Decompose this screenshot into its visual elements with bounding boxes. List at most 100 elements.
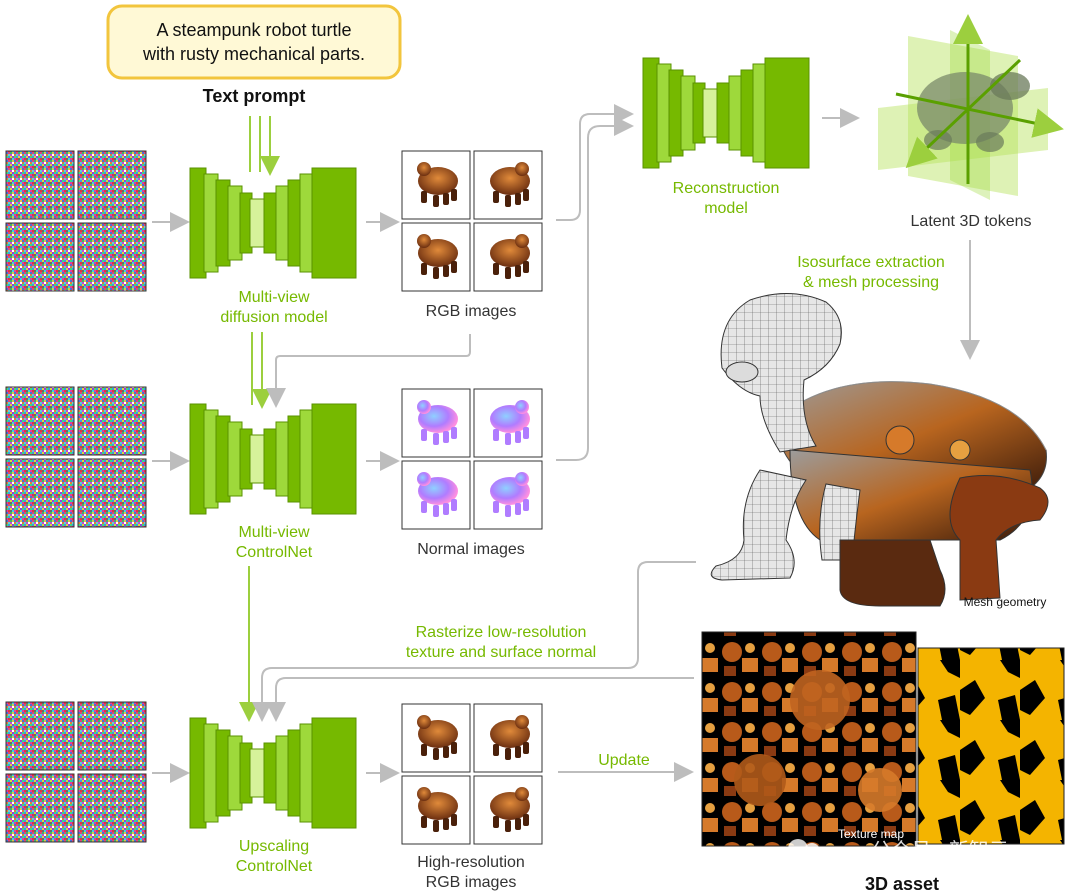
prompt-box [106,4,402,80]
isosurface-label-1: Isosurface extraction [797,254,945,271]
highres-label-1: High-resolution [417,854,525,871]
rgb-turtle-leg [433,267,439,279]
controlnet-label-1: Multi-view [238,524,310,541]
hires-turtle-leg [493,744,499,756]
normal-turtle-leg [443,503,449,515]
unet-layer [764,57,810,169]
rgb-turtle-leg [443,265,449,277]
hires-turtle-leg [433,820,439,832]
multiview-diffusion-model-block [189,167,357,279]
noise-grid-row-1 [5,150,147,292]
normal-turtle-leg [443,431,449,443]
hires-turtle-leg [451,742,457,754]
normal-images-label: Normal images [417,541,525,558]
rgb-turtle-leg [421,263,427,275]
texture-map-label: Texture map [838,827,904,841]
normal-turtle-leg [515,431,521,443]
rgb-images-grid [401,150,543,292]
material-map-visual [917,647,1065,845]
rgb-turtle-leg [505,267,511,279]
unet-layer [311,717,357,829]
rgb-turtle-leg [493,263,499,275]
mesh-geometry-visual [710,292,1049,607]
reconstruction-model-block [642,57,810,169]
rgb-image-tile [401,222,471,292]
normal-turtle-head [515,472,529,486]
highres-label-2: RGB images [426,874,517,891]
rasterize-label-2: texture and surface normal [406,644,596,661]
latent-tokens-label: Latent 3D tokens [911,213,1032,230]
rgb-turtle-leg [515,265,521,277]
hires-turtle-leg [433,748,439,760]
upscaling-controlnet-block [189,717,357,829]
green-arrows-diffusion-to-controlnet [251,332,272,409]
hires-turtle-leg [515,818,521,830]
rgb-images-label: RGB images [426,303,517,320]
rgb-turtle-head [515,234,529,248]
arrow-rgb-to-reconstruction [556,104,634,221]
normal-turtle-leg [433,433,439,445]
hires-turtle-leg [505,748,511,760]
rgb-turtle-leg [505,195,511,207]
text-prompt: A steampunk robot turtle with rusty mech… [106,4,402,106]
hires-turtle-leg [493,816,499,828]
rgb-turtle-leg [433,195,439,207]
rgb-turtle-leg [451,189,457,201]
normal-turtle-head [417,400,431,414]
rgb-turtle-leg [523,261,529,273]
rgb-turtle-leg [443,193,449,205]
controlnet-label-2: ControlNet [236,544,313,561]
prompt-line-1: A steampunk robot turtle [156,20,351,40]
normal-turtle-leg [493,501,499,513]
asset-label: 3D asset [865,874,939,894]
rgb-turtle-leg [515,193,521,205]
material-map-label: Material map [977,845,1047,859]
unet-layer [311,167,357,279]
normal-turtle-leg [523,427,529,439]
normal-turtle-leg [505,433,511,445]
normal-turtle-leg [523,499,529,511]
prompt-label: Text prompt [203,86,306,106]
rgb-turtle-head [417,162,431,176]
rgb-turtle-leg [451,261,457,273]
hires-turtle-head [417,715,431,729]
normal-turtle-leg [451,427,457,439]
rgb-turtle-head [417,234,431,248]
normal-turtle-leg [421,501,427,513]
texture-map-visual [701,631,917,847]
hires-turtle-leg [451,814,457,826]
isosurface-label-2: & mesh processing [803,274,939,291]
arrow-texture-to-upscaling [266,677,694,722]
hires-turtle-leg [421,744,427,756]
arrow-rgb-to-controlnet [266,334,471,408]
normal-turtle-head [417,472,431,486]
hires-turtle-head [515,715,529,729]
hires-turtle-head [417,787,431,801]
arrow-mesh-to-upscaling [252,561,696,722]
reconstruction-label-1: Reconstruction [673,180,780,197]
mesh-geometry-label: Mesh geometry [964,595,1047,609]
latent-3d-tokens-visual [878,14,1064,200]
normal-turtle-leg [515,503,521,515]
normal-turtle-leg [451,499,457,511]
update-label: Update [598,752,650,769]
hires-turtle-leg [523,814,529,826]
prompt-arrows [249,116,280,176]
watermark-text: 公众号 · 新智元 [871,839,1009,862]
rgb-turtle-leg [493,191,499,203]
upscaling-label-1: Upscaling [239,838,309,855]
normal-turtle-leg [505,505,511,517]
hires-turtle-leg [421,816,427,828]
upscaling-label-2: ControlNet [236,858,313,875]
multiview-controlnet-block [189,403,357,515]
rasterize-label-1: Rasterize low-resolution [416,624,587,641]
hires-turtle-leg [443,746,449,758]
noise-grid-row-2 [5,386,147,528]
diffusion-label-2: diffusion model [220,309,327,326]
normal-turtle-leg [493,429,499,441]
prompt-line-2: with rusty mechanical parts. [142,44,365,64]
reconstruction-label-2: model [704,200,748,217]
normal-turtle-leg [421,429,427,441]
normal-turtle-leg [433,505,439,517]
